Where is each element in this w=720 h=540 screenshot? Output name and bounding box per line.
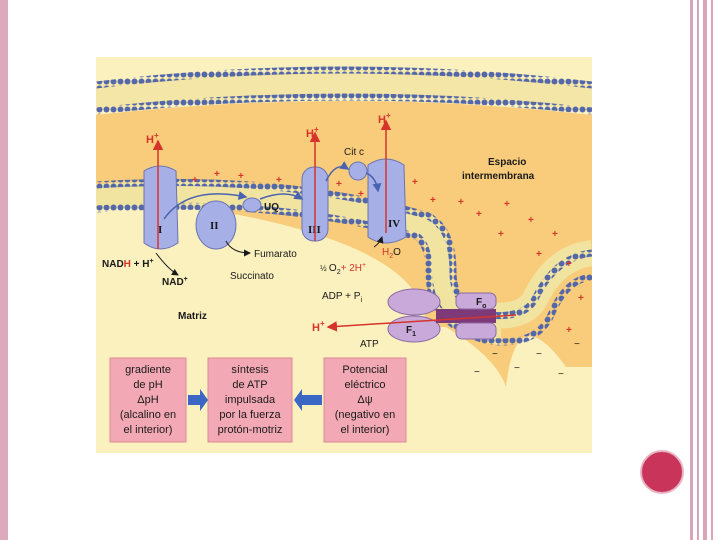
svg-text:+: + [566,259,572,270]
arrow-gradient-to-synthesis [188,389,208,411]
svg-text:impulsada: impulsada [225,394,276,406]
svg-text:IV: IV [388,218,400,230]
svg-text:de pH: de pH [133,379,162,391]
half-o2-label: ½ O2+ 2H+ [320,262,366,276]
synthesis-box: síntesis de ATP impulsada por la fuerza … [207,357,293,443]
inner-membrane [96,181,501,346]
complex-iii: III H+ [301,125,329,242]
svg-text:+: + [528,215,534,226]
svg-text:+: + [214,169,220,180]
nadh-label: NADH + H+ [102,258,154,270]
svg-text:+: + [566,325,572,336]
slide-bullet-circle [640,450,684,494]
svg-text:ΔpH: ΔpH [137,394,158,406]
f1-label: F1 [406,325,416,338]
svg-text:Fumarato: Fumarato [254,249,297,260]
svg-text:ATP: ATP [360,339,379,350]
fo-label: Fo [476,297,486,310]
complex-i: I H+ [143,131,179,250]
svg-text:Potencial: Potencial [342,364,387,376]
svg-text:(negativo en: (negativo en [335,409,396,421]
svg-text:de ATP: de ATP [232,379,267,391]
proton-label-iii: H+ [306,125,319,140]
water-label: H2O [382,247,401,260]
minus-charges: − − − − − − [474,339,580,380]
complex-iv: IV H+ [367,111,407,244]
svg-text:+: + [336,179,342,190]
nad-plus-label: NAD+ [162,276,188,288]
svg-text:Δψ: Δψ [357,394,372,406]
svg-text:II: II [210,220,219,232]
svg-text:gradiente: gradiente [125,364,171,376]
proton-label-iv: H+ [378,111,391,126]
svg-text:+: + [498,229,504,240]
gradient-box: gradiente de pH ΔpH (alcalino en el inte… [109,357,187,443]
svg-text:por la fuerza: por la fuerza [219,409,281,421]
svg-text:+: + [276,175,282,186]
potential-box: Potencial eléctrico Δψ (negativo en el i… [323,357,407,443]
svg-text:−: − [558,369,564,380]
proton-label-i: H+ [146,131,159,146]
svg-text:+: + [578,293,584,304]
atp-synthase: Fo F1 [326,288,517,343]
svg-text:Espacio: Espacio [488,157,526,168]
complex-ii: II [195,200,237,250]
svg-text:síntesis: síntesis [231,364,269,376]
plus-charges: + + + + + + + + + + + + + + + + + + [192,169,584,336]
svg-text:el interior): el interior) [124,424,173,436]
svg-text:+: + [358,189,364,200]
svg-text:+: + [412,177,418,188]
svg-text:(alcalino en: (alcalino en [120,409,176,421]
svg-text:el interior): el interior) [341,424,390,436]
svg-text:+: + [192,175,198,186]
adp-pi-label: ADP + Pi [322,291,362,304]
slide-border-right [688,0,720,540]
svg-text:I: I [158,224,162,236]
svg-text:−: − [536,349,542,360]
svg-text:+: + [536,249,542,260]
svg-text:+: + [504,199,510,210]
svg-text:intermembrana: intermembrana [462,171,535,182]
cytochrome-c: Cit c [344,147,368,181]
svg-text:−: − [492,349,498,360]
svg-text:+: + [238,171,244,182]
svg-text:eléctrico: eléctrico [345,379,386,391]
svg-text:Succinato: Succinato [230,271,274,282]
outer-membrane [96,70,592,111]
svg-text:−: − [474,367,480,378]
electron-transport-diagram: I H+ II UQ III H+ Cit c IV H+ Espacio in… [96,57,592,453]
arrow-potential-to-synthesis [294,389,322,411]
ubiquinone: UQ [242,197,279,213]
slide-border-left [0,0,8,540]
svg-text:+: + [458,197,464,208]
svg-text:−: − [514,363,520,374]
svg-text:UQ: UQ [264,202,279,213]
svg-text:+: + [476,209,482,220]
svg-text:Cit c: Cit c [344,147,364,158]
svg-text:+: + [552,229,558,240]
svg-text:protón-motriz: protón-motriz [218,424,283,436]
svg-text:−: − [574,339,580,350]
proton-label-f1: H+ [312,319,325,334]
svg-text:Matriz: Matriz [178,311,207,322]
svg-text:+: + [430,195,436,206]
